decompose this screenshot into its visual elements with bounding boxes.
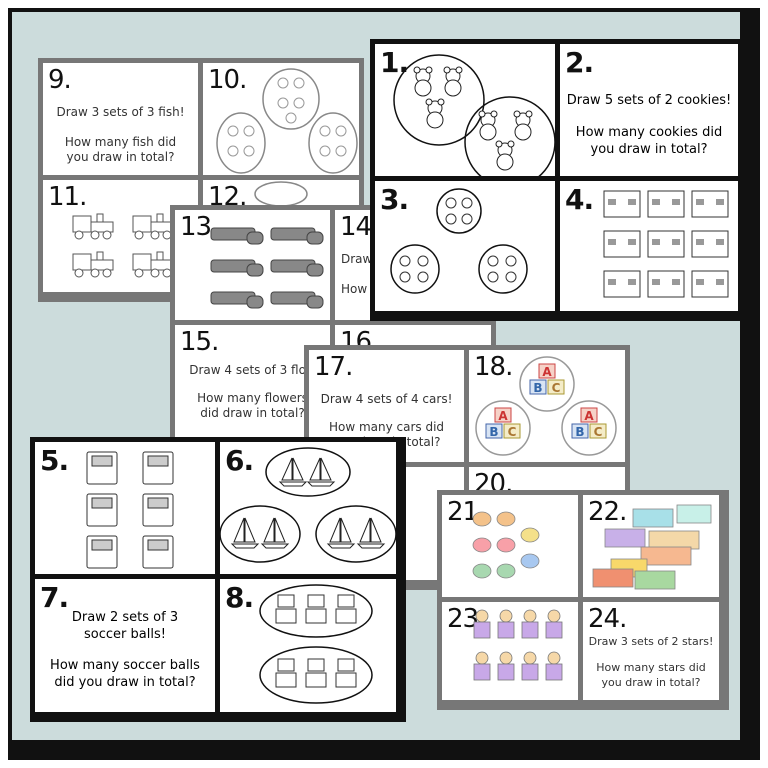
sheet-cards-5-8: 5. 6. (30, 437, 406, 722)
card-10: 10. (203, 63, 359, 175)
card-7: 7. Draw 2 sets of 3 soccer balls! How ma… (35, 579, 215, 712)
teddy-bear-groups-art (393, 54, 555, 176)
jack-in-the-box-art (473, 609, 563, 681)
teddy-bear-groups-art (216, 68, 358, 174)
sailboats-art (220, 447, 396, 563)
card-number: 8. (225, 581, 254, 614)
svg-text:A: A (542, 365, 552, 379)
card-13: 13. (175, 210, 330, 320)
spinning-tops-art (472, 511, 540, 579)
card-number: 11. (48, 182, 87, 212)
card-4: 4. (560, 181, 738, 311)
card-number: 4. (565, 183, 594, 216)
svg-text:A: A (498, 409, 508, 423)
svg-text:C: C (508, 425, 517, 439)
svg-text:B: B (489, 425, 498, 439)
svg-text:C: C (594, 425, 603, 439)
card-11: 11. (43, 180, 198, 292)
card-number: 7. (40, 581, 69, 614)
card-3: 3. (375, 181, 555, 311)
sheet-cards-1-4: 1. 2. Draw 5 sets of 2 cookies! How many… (370, 39, 748, 321)
card-number: 2. (565, 46, 594, 79)
card-number: 5. (40, 444, 69, 477)
game-controllers-art (210, 227, 324, 309)
svg-text:B: B (533, 381, 542, 395)
card-question: Draw 5 sets of 2 cookies! (566, 93, 732, 108)
card-number: 6. (225, 444, 254, 477)
card-9: 9. Draw 3 sets of 3 fish! How many fish … (43, 63, 198, 175)
sheet-cards-21-24: 21. 22. 23. (437, 490, 729, 710)
balls-groups-art (390, 188, 528, 294)
card-1: 1. (375, 44, 555, 176)
svg-text:A: A (584, 409, 594, 423)
train-engines-art (72, 213, 174, 278)
svg-text:C: C (552, 381, 561, 395)
svg-text:B: B (575, 425, 584, 439)
card-number: 24. (588, 604, 627, 634)
robots-art (259, 584, 373, 704)
handheld-games-art (86, 451, 174, 569)
lego-bricks-art (592, 504, 712, 590)
abc-blocks-art: A B C A B C A B C (475, 356, 617, 456)
card-number: 22. (588, 497, 627, 527)
card-18: 18. A B C A B C A B C (469, 350, 625, 462)
card-question: Draw 3 sets of 3 fish! (56, 105, 185, 119)
card-22: 22. (583, 495, 719, 597)
card-number: 17. (314, 352, 353, 382)
card-question: Draw (341, 252, 373, 266)
card-question-total: How many fish did you draw in total? (64, 135, 177, 164)
card-8: 8. (220, 579, 396, 712)
card-question: Draw 3 sets of 2 stars! (588, 635, 714, 648)
card-question-total: How many soccer balls did you draw in to… (50, 658, 200, 690)
card-question: Draw 2 sets of 3 soccer balls! (71, 610, 179, 642)
card-6: 6. (220, 442, 396, 574)
card-question-total: How many stars did you draw in total? (596, 661, 706, 689)
card-21: 21. (442, 495, 578, 597)
card-question-total: How many flowers did draw in total? (197, 391, 308, 420)
card-number: 15. (180, 327, 219, 357)
card-question-total: How many cookies did you draw in total? (575, 125, 723, 157)
card-23: 23. (442, 602, 578, 700)
card-question: Draw 4 sets of 4 cars! (320, 392, 453, 406)
card-number: 9. (48, 65, 72, 95)
card-number: 1. (380, 46, 409, 79)
card-number: 10. (208, 65, 247, 95)
houses-art (603, 190, 729, 298)
card-question: Draw 4 sets of 3 flow (189, 363, 316, 377)
card-number: 3. (380, 183, 409, 216)
card-2: 2. Draw 5 sets of 2 cookies! How many co… (560, 44, 738, 176)
card-number: 18. (474, 352, 513, 382)
card-24: 24. Draw 3 sets of 2 stars! How many sta… (583, 602, 719, 700)
card-5: 5. (35, 442, 215, 574)
